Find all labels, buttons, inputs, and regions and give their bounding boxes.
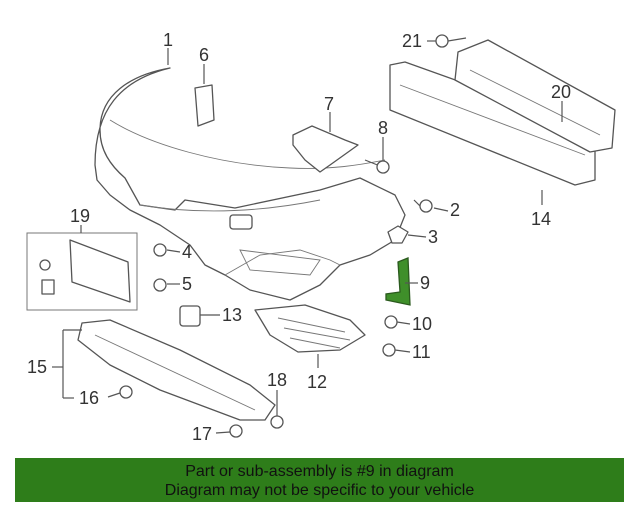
callout-3: 3 (428, 227, 438, 247)
callout-4: 4 (182, 242, 192, 262)
part-2-clip (413, 199, 433, 213)
part-14-reinforcement (389, 61, 596, 186)
part-18-bolt (270, 415, 284, 429)
callout-10: 10 (412, 314, 432, 334)
part-6 (194, 84, 215, 127)
part-3 (387, 225, 409, 244)
plate-bracket-nut (41, 279, 55, 295)
part-17-bolt (229, 424, 243, 438)
callout-15: 15 (27, 357, 47, 377)
callout-18: 18 (267, 370, 287, 390)
callout-17: 17 (192, 424, 212, 444)
callout-20: 20 (551, 82, 571, 102)
part-5-clip (153, 278, 167, 292)
callout-19: 19 (70, 206, 90, 226)
callout-21: 21 (402, 31, 422, 51)
callout-12: 12 (307, 372, 327, 392)
bumper-cover (94, 67, 406, 301)
callout-7: 7 (324, 94, 334, 114)
part-11-clip (382, 343, 396, 357)
part-9-bracket-highlight (385, 257, 411, 306)
banner-line-2: Diagram may not be specific to your vehi… (164, 482, 475, 499)
part-20-absorber (454, 39, 616, 153)
leader-lines (52, 40, 563, 434)
callout-8: 8 (378, 118, 388, 138)
callout-14: 14 (531, 209, 551, 229)
callout-9: 9 (420, 273, 430, 293)
callout-11: 11 (412, 342, 431, 362)
part-21-bolt (435, 34, 467, 48)
banner-line-1: Part or sub-assembly is #9 in diagram (185, 463, 454, 480)
callout-5: 5 (182, 274, 192, 294)
part-4-clip (153, 243, 167, 257)
part-8-bolt (364, 159, 390, 174)
part-7-bracket (292, 125, 359, 173)
callout-6: 6 (199, 45, 209, 65)
callout-2: 2 (450, 200, 460, 220)
part-16-clip (119, 385, 133, 399)
part-19-box (26, 232, 138, 311)
part-13-cap (179, 305, 201, 327)
plate-bracket-bolt (39, 259, 51, 271)
callout-1: 1 (163, 30, 173, 50)
license-plate-bracket (69, 239, 131, 303)
part-info-banner: Part or sub-assembly is #9 in diagram Di… (15, 458, 624, 502)
part-12-grille (254, 304, 366, 353)
part-10-clip (384, 315, 398, 329)
callout-16: 16 (79, 388, 99, 408)
part-15-lower-absorber (77, 319, 276, 421)
callout-13: 13 (222, 305, 242, 325)
